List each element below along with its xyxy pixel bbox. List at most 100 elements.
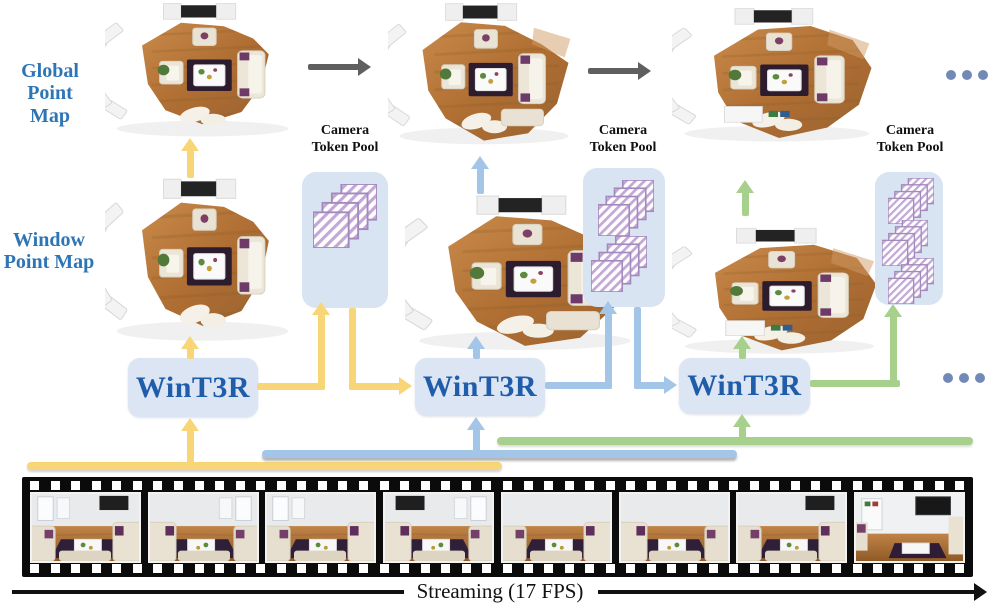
camera-token-pool-3	[875, 172, 943, 305]
wint3r-model-3-label: WinT3R	[687, 369, 802, 402]
sprocket-hole	[276, 481, 286, 490]
sprocket-hole	[605, 564, 615, 573]
wint3r-model-1: WinT3R	[128, 358, 258, 417]
sprocket-hole	[873, 481, 883, 490]
ellipsis-dot	[962, 70, 972, 80]
film-frame-7	[736, 492, 848, 563]
ellipsis-global-row	[946, 70, 988, 80]
camera-token-pool-label-1: Camera Token Pool	[295, 123, 395, 157]
film-strip	[22, 477, 973, 577]
sprocket-hole	[338, 564, 348, 573]
sprocket-hole	[749, 564, 759, 573]
sprocket-hole	[585, 481, 595, 490]
camera-token-stack	[881, 219, 929, 267]
film-frame-5	[500, 492, 612, 563]
ellipsis-dot	[959, 373, 969, 383]
sprocket-hole	[749, 481, 759, 490]
sprocket-hole	[194, 564, 204, 573]
sprocket-hole	[852, 564, 862, 573]
sprocket-hole	[400, 564, 410, 573]
camera-token-stack	[887, 177, 935, 225]
film-frame-8	[853, 492, 965, 563]
token-stack-3	[887, 257, 935, 309]
sprocket-hole	[626, 481, 636, 490]
sprocket-hole	[914, 481, 924, 490]
sprocket-hole	[112, 481, 122, 490]
sprocket-hole	[317, 481, 327, 490]
camera-token-stack	[312, 183, 378, 249]
global-point-map-label: Global Point Map	[6, 60, 94, 127]
sprocket-hole	[605, 481, 615, 490]
sprocket-hole	[30, 481, 39, 490]
sprocket-hole	[831, 481, 841, 490]
streaming-line-right	[598, 590, 976, 594]
pool-3-label-line2: Token Pool	[876, 139, 944, 155]
sprocket-hole	[215, 481, 225, 490]
global-point-map-1	[105, 0, 300, 140]
sprocket-hole	[50, 564, 60, 573]
pool-1-label-line1: Camera	[320, 123, 370, 138]
sprocket-hole	[482, 564, 492, 573]
sprocket-hole	[852, 481, 862, 490]
sprocket-hole	[955, 481, 965, 490]
global-point-map-3	[672, 5, 882, 145]
sprocket-hole	[379, 564, 389, 573]
sprocket-hole	[893, 481, 903, 490]
sprocket-hole	[441, 564, 451, 573]
token-stack-2	[590, 235, 648, 297]
sprocket-hole	[544, 481, 554, 490]
sprocket-hole	[71, 481, 81, 490]
sprocket-hole	[132, 481, 142, 490]
sprocket-hole	[790, 564, 800, 573]
sprocket-hole	[461, 481, 471, 490]
sprocket-hole	[770, 564, 780, 573]
sprocket-hole	[420, 481, 430, 490]
sprocket-hole	[667, 481, 677, 490]
pool-1-label-line2: Token Pool	[311, 139, 379, 155]
camera-token-pool-1	[302, 172, 388, 308]
window-label-line2: Point Map	[3, 251, 95, 274]
sprocket-hole	[914, 564, 924, 573]
sprocket-hole	[215, 564, 225, 573]
window-point-map-3	[672, 225, 887, 357]
sprocket-hole	[461, 564, 471, 573]
streaming-label: Streaming (17 FPS)	[416, 579, 584, 603]
sprocket-hole	[482, 481, 492, 490]
global-label-line2: Point Map	[27, 82, 73, 127]
sprocket-hole	[626, 564, 636, 573]
token-stack-1	[312, 183, 378, 253]
window-span-bar-1	[27, 462, 502, 470]
sprocket-hole	[729, 564, 739, 573]
sprocket-hole	[91, 481, 101, 490]
ellipsis-dot	[943, 373, 953, 383]
streaming-arrowhead-icon	[974, 583, 987, 601]
pool-3-label-line1: Camera	[885, 123, 935, 138]
sprocket-hole	[91, 564, 101, 573]
global-label-line1: Global	[21, 60, 79, 82]
camera-token-stack	[597, 179, 655, 237]
pool-2-label-line1: Camera	[598, 123, 648, 138]
wint3r-model-2-label: WinT3R	[422, 370, 538, 403]
camera-token-pool-2	[583, 168, 665, 307]
camera-token-pool-label-2: Camera Token Pool	[573, 123, 673, 157]
camera-token-pool-label-3: Camera Token Pool	[860, 123, 960, 157]
film-sprockets-top	[30, 481, 965, 490]
window-label-line1: Window	[13, 229, 85, 251]
film-frame-6	[618, 492, 730, 563]
sprocket-hole	[585, 564, 595, 573]
pool-2-label-line2: Token Pool	[589, 139, 657, 155]
sprocket-hole	[112, 564, 122, 573]
sprocket-hole	[132, 564, 142, 573]
token-stack-1	[887, 177, 935, 229]
sprocket-hole	[71, 564, 81, 573]
sprocket-hole	[502, 481, 512, 490]
sprocket-hole	[338, 481, 348, 490]
film-frame-3	[265, 492, 377, 563]
sprocket-hole	[173, 564, 183, 573]
window-point-map-1	[105, 175, 300, 345]
sprocket-hole	[359, 481, 368, 490]
camera-token-stack	[590, 235, 648, 293]
ellipsis-dot	[946, 70, 956, 80]
sprocket-hole	[379, 481, 389, 490]
